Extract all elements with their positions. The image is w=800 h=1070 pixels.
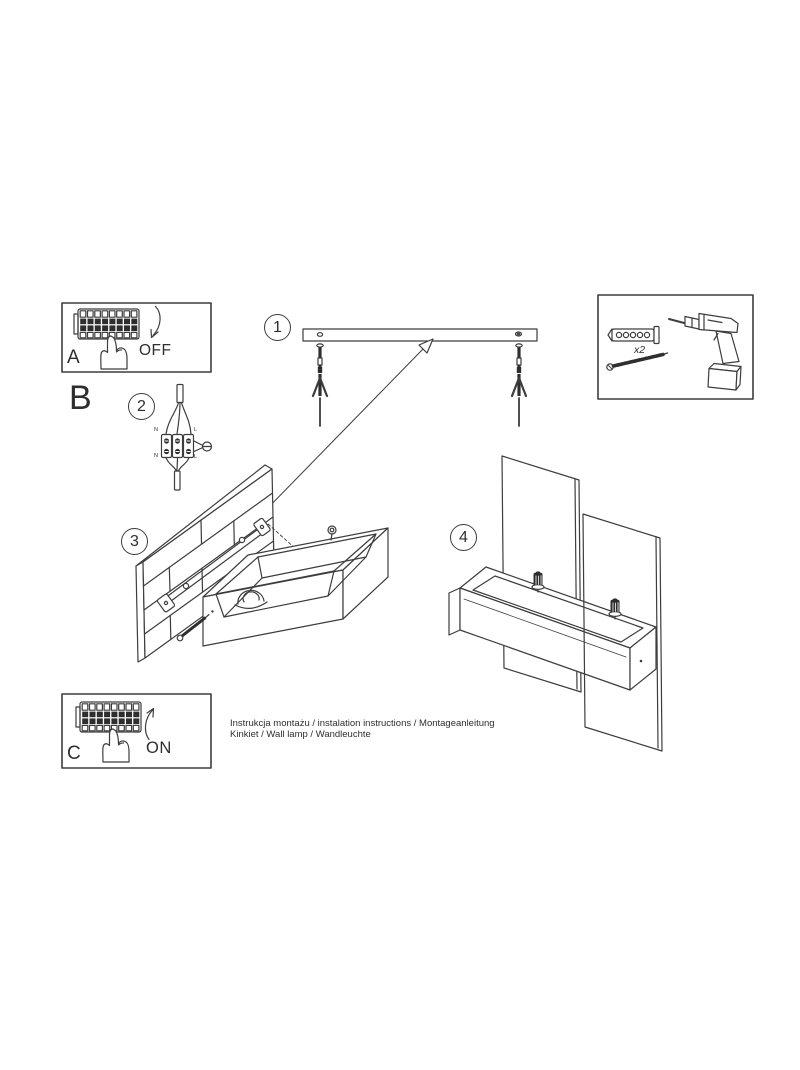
breaker-panel-a	[73, 308, 140, 370]
wiring-diagram	[160, 383, 213, 491]
step-3-marker: 3	[121, 528, 148, 555]
section-b-label: B	[69, 379, 92, 417]
fixing-screw	[176, 610, 214, 642]
mounting-rail	[156, 517, 271, 613]
terminal-l-top: L	[194, 427, 198, 433]
terminal-l-bottom: L	[194, 454, 198, 460]
turn-off-arrow-icon	[150, 305, 161, 339]
panel-c-label: C	[67, 743, 81, 764]
caption-line-1: Instrukcja montażu / instalation instruc…	[230, 718, 495, 729]
drill-icon	[668, 312, 742, 391]
pointer-arrow	[261, 338, 434, 515]
top-knob	[327, 525, 337, 541]
lamp-housing	[202, 525, 389, 647]
terminal-block	[160, 433, 195, 459]
power-on-panel-frame	[61, 693, 212, 769]
supply-cable-top	[176, 383, 184, 404]
bracket-mounting-diagram	[135, 464, 389, 663]
turn-on-arrow-icon	[144, 707, 155, 741]
on-label: ON	[146, 739, 172, 757]
expansion-screw-left	[311, 342, 329, 428]
thumbscrew-left	[531, 570, 545, 593]
screwdriver-icon	[193, 440, 213, 453]
lamp-cable-bottom	[173, 470, 181, 491]
step-2-marker: 2	[128, 393, 155, 420]
parts-box-frame	[597, 294, 754, 400]
wall-plug-icon	[607, 325, 660, 345]
terminal-n-top: N	[154, 427, 158, 433]
caption-line-2: Kinkiet / Wall lamp / Wandleuchte	[230, 729, 371, 740]
bulb-socket-icon	[234, 589, 268, 609]
off-label: OFF	[139, 342, 172, 359]
mounting-bar	[302, 328, 538, 342]
power-off-panel-frame	[61, 302, 212, 373]
screw-icon	[606, 352, 669, 371]
breaker-panel-c	[75, 701, 142, 763]
quantity-label: x2	[634, 344, 646, 356]
terminal-n-bottom: N	[154, 453, 158, 459]
panel-a-label: A	[67, 347, 80, 368]
thumbscrew-right	[608, 597, 622, 620]
step-1-marker: 1	[264, 314, 291, 341]
wall-panel	[135, 464, 275, 663]
step-4-marker: 4	[450, 524, 477, 551]
required-parts-box	[597, 294, 754, 400]
mounting-bar-diagram	[302, 328, 538, 428]
lamp-housing-assembled	[448, 566, 657, 691]
expansion-screw-right	[510, 342, 528, 428]
glass-pane-front	[582, 513, 663, 752]
glass-assembly-diagram	[448, 455, 663, 752]
